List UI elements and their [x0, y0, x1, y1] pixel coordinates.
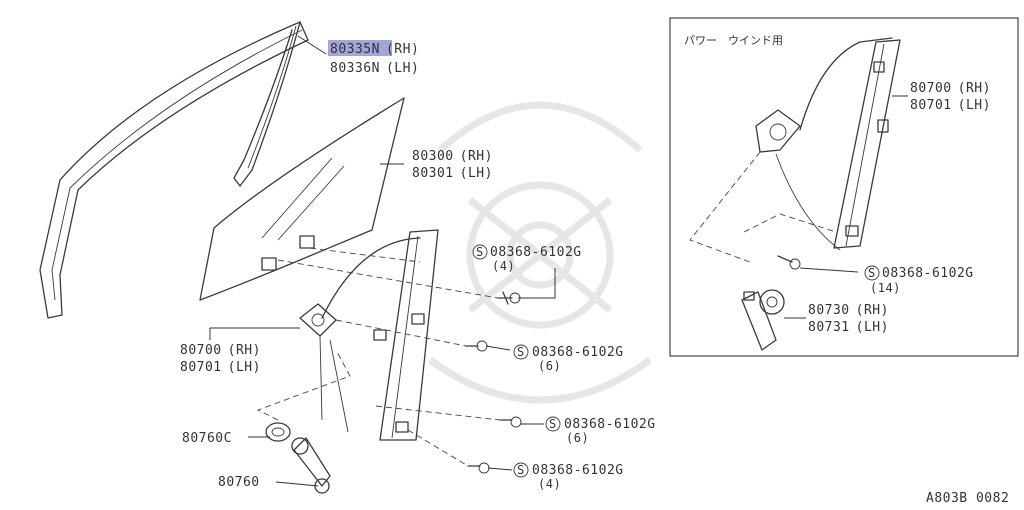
side-label: (RH)	[386, 42, 419, 57]
svg-text:80300(RH): 80300(RH)	[412, 149, 493, 164]
s-symbol-icon	[545, 416, 561, 432]
leader-lines	[209, 35, 556, 487]
svg-text:80760: 80760	[218, 475, 260, 490]
svg-text:(6): (6)	[566, 431, 589, 445]
callout-escutcheon: 80760C	[182, 431, 232, 446]
inset-callout-motor-rh: 80730(RH)	[808, 303, 889, 318]
callout-screw-mid: S 08368-6102G (6)	[513, 344, 624, 373]
door-glass	[199, 97, 405, 301]
glass-run-channel	[39, 21, 309, 319]
screw-icon	[497, 291, 521, 305]
inset-title: パワー ウインド用	[684, 34, 783, 47]
diagram-code: A803B 0082	[926, 491, 1009, 506]
svg-text:(6): (6)	[538, 359, 561, 373]
svg-text:08368-6102G: 08368-6102G	[532, 463, 624, 478]
callout-glass-lh: 80301(LH)	[412, 166, 493, 181]
watermark-emblem	[427, 101, 653, 404]
highlight-box	[328, 40, 392, 56]
inset-callout-motor-lh: 80731(LH)	[808, 320, 889, 335]
callout-glass-run-rh: 80335N (RH)	[328, 40, 419, 57]
svg-text:(4): (4)	[492, 259, 515, 273]
part-number: 80335N	[330, 42, 380, 57]
callout-screw-top: S 08368-6102G (4)	[472, 244, 582, 273]
s-symbol-icon	[864, 265, 880, 281]
svg-text:80730(RH): 80730(RH)	[808, 303, 889, 318]
svg-text:08368-6102G: 08368-6102G	[490, 245, 582, 260]
svg-text:(14): (14)	[870, 281, 901, 295]
power-window-inset: パワー ウインド用 80700(RH) 80701(LH)	[669, 17, 1019, 357]
svg-text:08368-6102G: 08368-6102G	[882, 266, 974, 281]
callout-regulator-lh: 80701(LH)	[180, 360, 261, 375]
svg-text:80700(RH): 80700(RH)	[180, 343, 261, 358]
s-symbol-icon	[513, 462, 529, 478]
svg-text:80336N(LH): 80336N(LH)	[330, 61, 419, 76]
svg-text:08368-6102G: 08368-6102G	[532, 345, 624, 360]
svg-text:(4): (4)	[538, 477, 561, 491]
svg-text:80701(LH): 80701(LH)	[910, 98, 991, 113]
callout-handle: 80760	[218, 475, 260, 490]
svg-text:08368-6102G: 08368-6102G	[564, 417, 656, 432]
svg-text:80731(LH): 80731(LH)	[808, 320, 889, 335]
screw-icon	[467, 462, 490, 474]
assembly-lines	[256, 247, 501, 467]
callout-glass-run-lh: 80336N(LH)	[330, 61, 419, 76]
svg-text:S: S	[476, 245, 484, 259]
callout-glass-rh: 80300(RH)	[412, 149, 493, 164]
svg-text:80700(RH): 80700(RH)	[910, 81, 991, 96]
inset-callout-screw: S 08368-6102G (14)	[864, 265, 974, 295]
svg-text:S: S	[868, 266, 876, 280]
inset-callout-regulator-rh: 80700(RH)	[910, 81, 991, 96]
svg-text:80760C: 80760C	[182, 431, 232, 446]
screw-icon	[499, 416, 522, 428]
svg-text:S: S	[549, 417, 557, 431]
screw-icons	[465, 291, 522, 474]
callout-screw-bottom: S 08368-6102G (4)	[513, 462, 624, 491]
window-regulator	[299, 229, 439, 441]
s-symbol-icon	[513, 344, 529, 360]
svg-text:S: S	[517, 463, 525, 477]
inset-callout-regulator-lh: 80701(LH)	[910, 98, 991, 113]
screw-icon	[465, 340, 488, 352]
regulator-handle	[291, 437, 331, 494]
s-symbol-icon	[472, 244, 488, 260]
screw-icon	[777, 255, 801, 270]
svg-text:S: S	[517, 345, 525, 359]
callout-screw-low: S 08368-6102G (6)	[545, 416, 656, 445]
callout-regulator-rh: 80700(RH)	[180, 343, 261, 358]
svg-text:80335N(RH): 80335N (RH)	[330, 42, 419, 57]
handle-escutcheon	[265, 422, 291, 442]
svg-text:80301(LH): 80301(LH)	[412, 166, 493, 181]
svg-text:80701(LH): 80701(LH)	[180, 360, 261, 375]
